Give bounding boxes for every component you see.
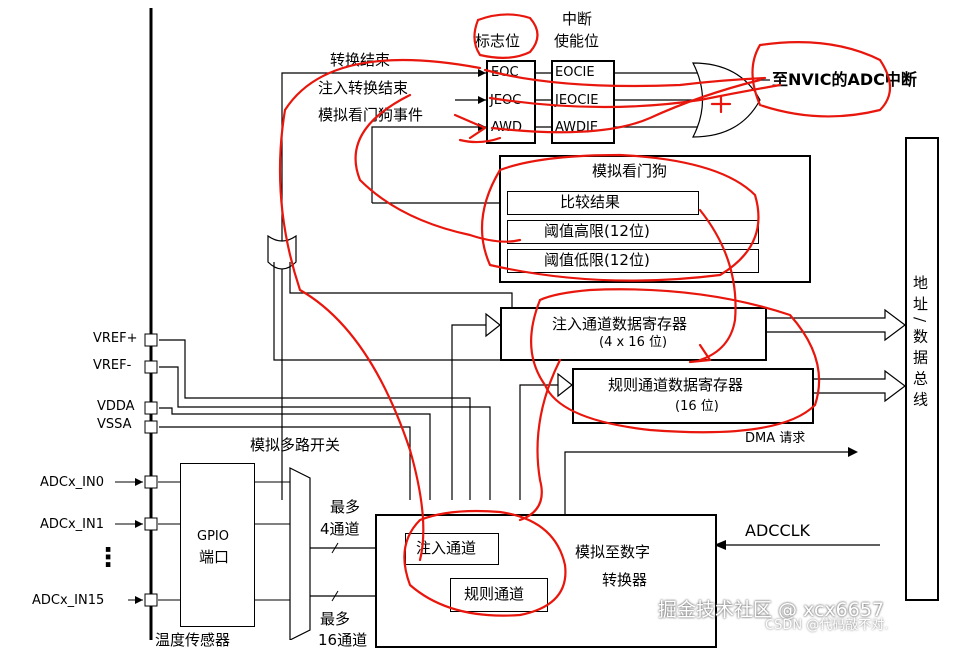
- gpio-line1: GPIO: [197, 529, 229, 544]
- event-watchdog: 模拟看门狗事件: [318, 106, 424, 124]
- reg-reg-line1: 规则通道数据寄存器: [608, 376, 744, 394]
- adcclk-label: ADCCLK: [745, 521, 811, 540]
- event-inj-conv-end: 注入转换结束: [318, 79, 409, 97]
- reg-to-bus-arrow: [811, 369, 906, 403]
- enables-header-1: 中断: [562, 10, 593, 28]
- pin-vdda: VDDA: [97, 399, 135, 414]
- inj-data-register: [500, 307, 767, 361]
- pin-vref-minus: VREF-: [93, 358, 132, 373]
- reg-data-register: [572, 368, 814, 424]
- conv-end-line: [281, 72, 486, 500]
- pin-in1: ADCx_IN1: [40, 517, 105, 532]
- circle-nvic: [751, 41, 892, 118]
- plus-mark: [710, 94, 732, 114]
- watermark-sub: CSDN @代码敲不对.: [765, 618, 889, 633]
- high-threshold-box: [507, 220, 759, 244]
- flag-enable-curve2: [488, 83, 782, 109]
- watchdog-title: 模拟看门狗: [592, 162, 668, 180]
- low-threshold-label: 阈值低限(12位): [544, 251, 650, 269]
- big-loop-left: [278, 58, 482, 562]
- reg-reg-line2: (16 位): [675, 399, 719, 414]
- pin-vssa: VSSA: [97, 417, 132, 432]
- inj-to-bus-arrow: [764, 308, 906, 342]
- circle-flags-header: [473, 13, 539, 59]
- flag-enable-curve3: [490, 78, 762, 134]
- reg-ch-line1: 最多: [320, 610, 351, 628]
- gpio-line2: 端口: [199, 548, 230, 566]
- event-conv-end: 转换结束: [330, 51, 391, 69]
- big-loop-2: [354, 93, 522, 243]
- nvic-label: 至NVIC的ADC中断: [772, 70, 917, 89]
- address-data-bus: [905, 137, 939, 601]
- awd-curve: [458, 136, 502, 144]
- inj-channel-label: 注入通道: [416, 539, 477, 557]
- mux-label: 模拟多路开关: [250, 436, 341, 454]
- awd-arrow: [453, 113, 487, 140]
- enables-header-2: 使能位: [554, 32, 600, 50]
- line-to-converter: [518, 358, 562, 522]
- analog-mux: [289, 467, 311, 640]
- pin-dots: ⋮: [95, 543, 121, 573]
- pin-in15: ADCx_IN15: [32, 593, 105, 608]
- reg-channel-box: [450, 578, 548, 612]
- inj-reg-line2: (4 x 16 位): [599, 335, 668, 350]
- compare-box: [507, 191, 699, 215]
- flags-header: 标志位: [475, 32, 521, 50]
- flag-enable-curve: [483, 68, 767, 88]
- awd-event-line: [371, 126, 486, 203]
- enable-eocie: EOCIE: [555, 65, 595, 80]
- circle-channels: [403, 509, 567, 617]
- inj-reg-line1: 注入通道数据寄存器: [552, 315, 688, 333]
- low-threshold-box: [507, 249, 759, 273]
- reg-channel-label: 规则通道: [464, 585, 525, 603]
- circle-watchdog: [480, 153, 760, 282]
- converter-line1: 模拟至数字: [575, 543, 651, 561]
- converter-line2: 转换器: [602, 571, 648, 589]
- pin-in0: ADCx_IN0: [40, 475, 105, 490]
- gpio-port: [180, 463, 255, 627]
- dma-label: DMA 请求: [745, 431, 806, 446]
- enable-jeocie: JEOCIE: [555, 93, 599, 108]
- pin-vref-plus: VREF+: [93, 331, 138, 346]
- inj-ch-line2: 4通道: [320, 520, 360, 538]
- line-to-reg: [698, 208, 737, 362]
- inj-ch-line1: 最多: [330, 498, 361, 516]
- circle-registers: [530, 288, 821, 434]
- bus-label: 地址/数据总线: [911, 275, 929, 413]
- enables-box: [551, 60, 615, 144]
- watermark-main: 掘金技术社区 @ xcx6657: [658, 599, 885, 621]
- compare-label: 比较结果: [560, 193, 621, 211]
- arrow-head-reg: [688, 343, 712, 364]
- high-threshold-label: 阈值高限(12位): [544, 222, 650, 240]
